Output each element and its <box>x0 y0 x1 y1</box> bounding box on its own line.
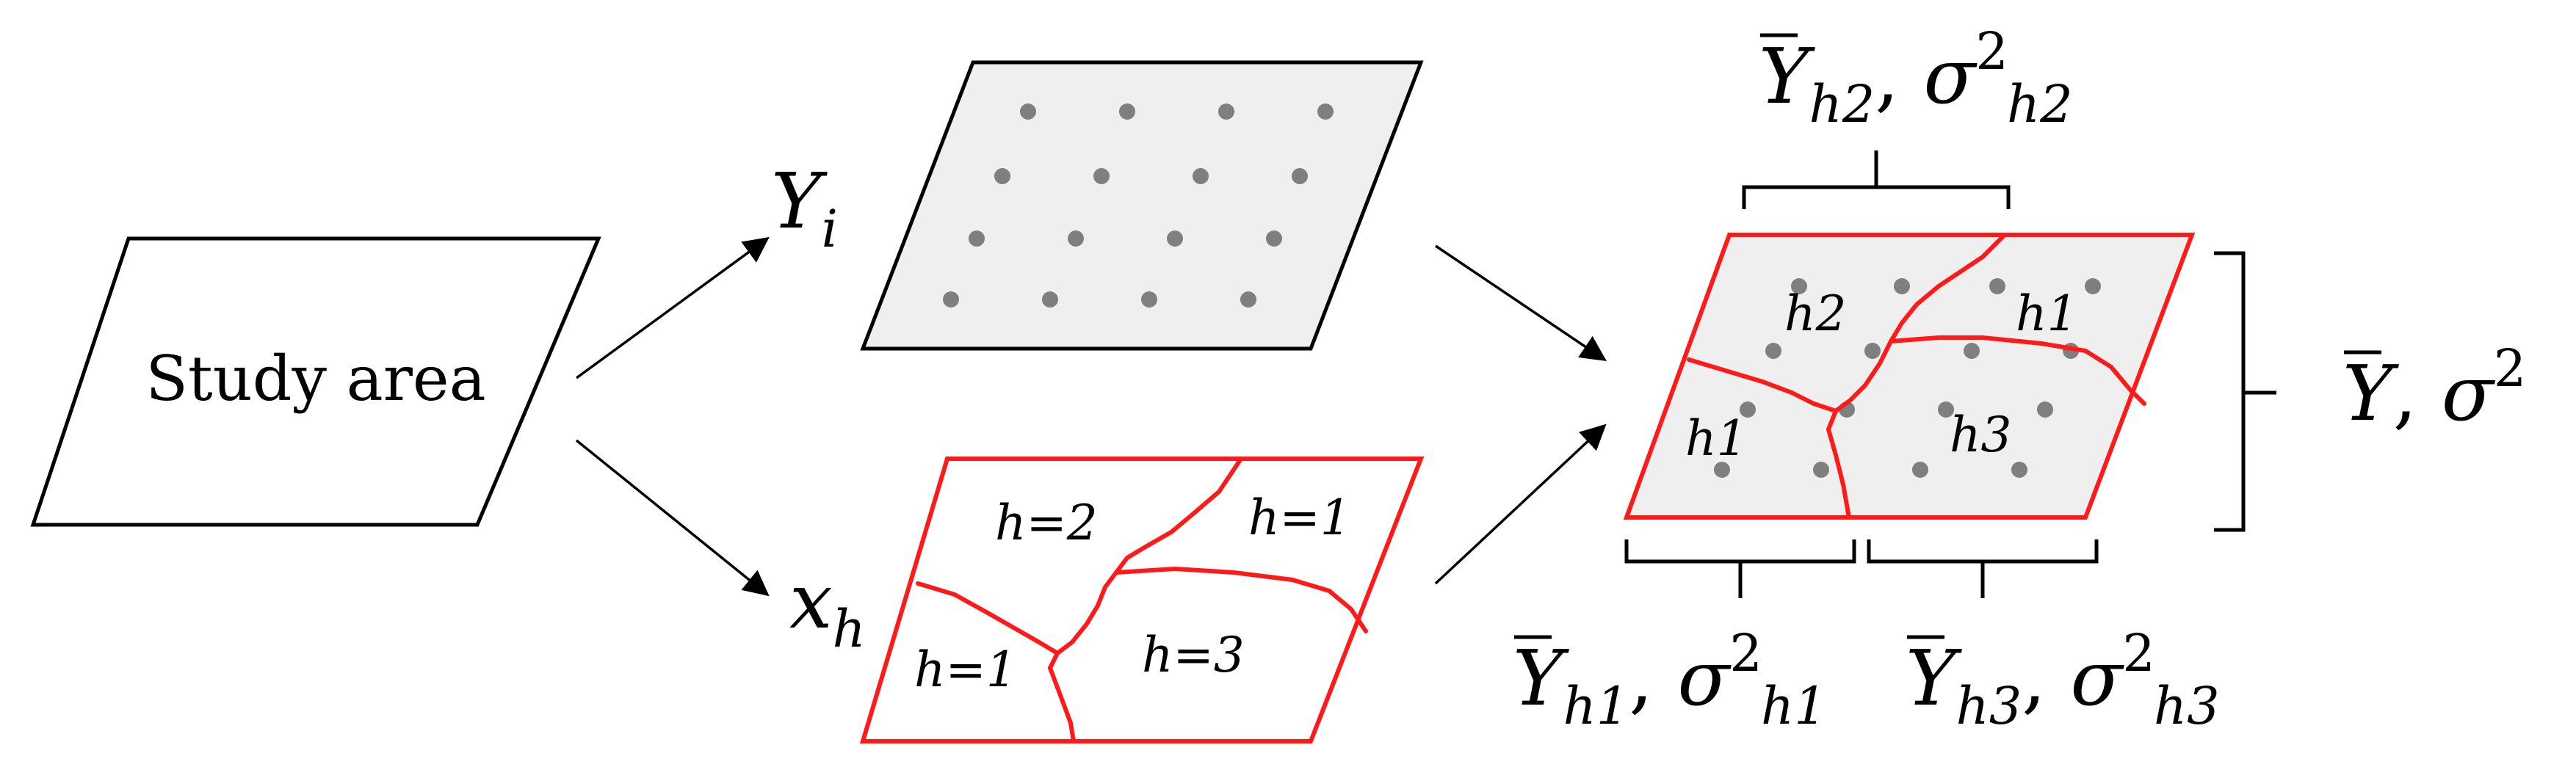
arrow-to-sample-points <box>575 236 770 379</box>
result-label-h2: h2 <box>1784 286 1847 342</box>
sample-points-panel <box>860 60 1424 351</box>
study-area-box: Study area <box>30 236 601 527</box>
sample-dot <box>1317 103 1334 120</box>
strata-label-h2: h=2 <box>995 495 1098 551</box>
result-label-h1-left: h1 <box>1685 410 1748 467</box>
result-dot <box>1894 278 1910 294</box>
result-label-h3: h3 <box>1950 407 2012 463</box>
arrow-from-sample-points <box>1435 244 1607 361</box>
sample-point-dots <box>943 103 1334 308</box>
sample-dot <box>1266 230 1282 247</box>
result-dot <box>2085 278 2101 294</box>
result-dot <box>1964 343 1980 359</box>
result-label-h1-top: h1 <box>2016 286 2078 342</box>
strata-map-panel: h=2 h=1 h=1 h=3 <box>859 457 1425 744</box>
sample-dot <box>1193 168 1209 184</box>
arrow-from-strata-map <box>1434 423 1607 585</box>
brace-bottom-h1 <box>1624 539 1856 598</box>
sample-dot <box>943 291 959 308</box>
result-dot <box>1791 278 1807 294</box>
result-panel: h2 h1 h1 h3 <box>1623 233 2196 520</box>
sample-dot <box>1093 168 1110 184</box>
sample-dot <box>1240 291 1256 308</box>
sample-dot <box>1068 230 1084 247</box>
sample-dot <box>1119 103 1135 120</box>
strata-label-h1-top: h=1 <box>1248 490 1351 546</box>
x-h-label: xh <box>789 556 866 659</box>
sample-dot <box>969 230 985 247</box>
sample-dot <box>1167 230 1183 247</box>
result-dot <box>1864 343 1881 359</box>
result-dot <box>1938 401 1954 418</box>
sample-dot <box>1042 291 1058 308</box>
study-area-label: Study area <box>145 343 485 415</box>
result-dot <box>2011 462 2027 478</box>
sample-dot <box>1141 291 1157 308</box>
strata-label-h1-bottom: h=1 <box>914 641 1017 698</box>
sample-dot <box>1292 168 1308 184</box>
y-i-label: Yi <box>771 156 838 259</box>
arrow-to-strata-map <box>575 439 770 597</box>
result-sample-dots <box>1714 278 2101 478</box>
strata-label-h3: h=3 <box>1142 627 1245 683</box>
stat-total: Y, σ2 <box>2342 338 2526 438</box>
result-dot <box>1912 462 1928 478</box>
result-dot <box>1989 278 2005 294</box>
result-dot <box>1714 462 1730 478</box>
brace-right-total <box>2214 251 2276 532</box>
strata-boundaries <box>916 457 1368 744</box>
result-dot <box>1740 401 1756 418</box>
sample-dot <box>1020 103 1036 120</box>
result-dot <box>1813 462 1829 478</box>
braces <box>1624 150 2276 598</box>
svg-text:Y, σ2: Y, σ2 <box>2342 338 2526 438</box>
brace-bottom-h3 <box>1867 539 2099 598</box>
brace-top-h2 <box>1742 150 2011 209</box>
result-dot <box>1765 343 1781 359</box>
result-dot <box>2037 401 2053 418</box>
result-strata-boundaries <box>1687 233 2146 520</box>
sample-dot <box>994 168 1010 184</box>
sample-dot <box>1218 103 1234 120</box>
